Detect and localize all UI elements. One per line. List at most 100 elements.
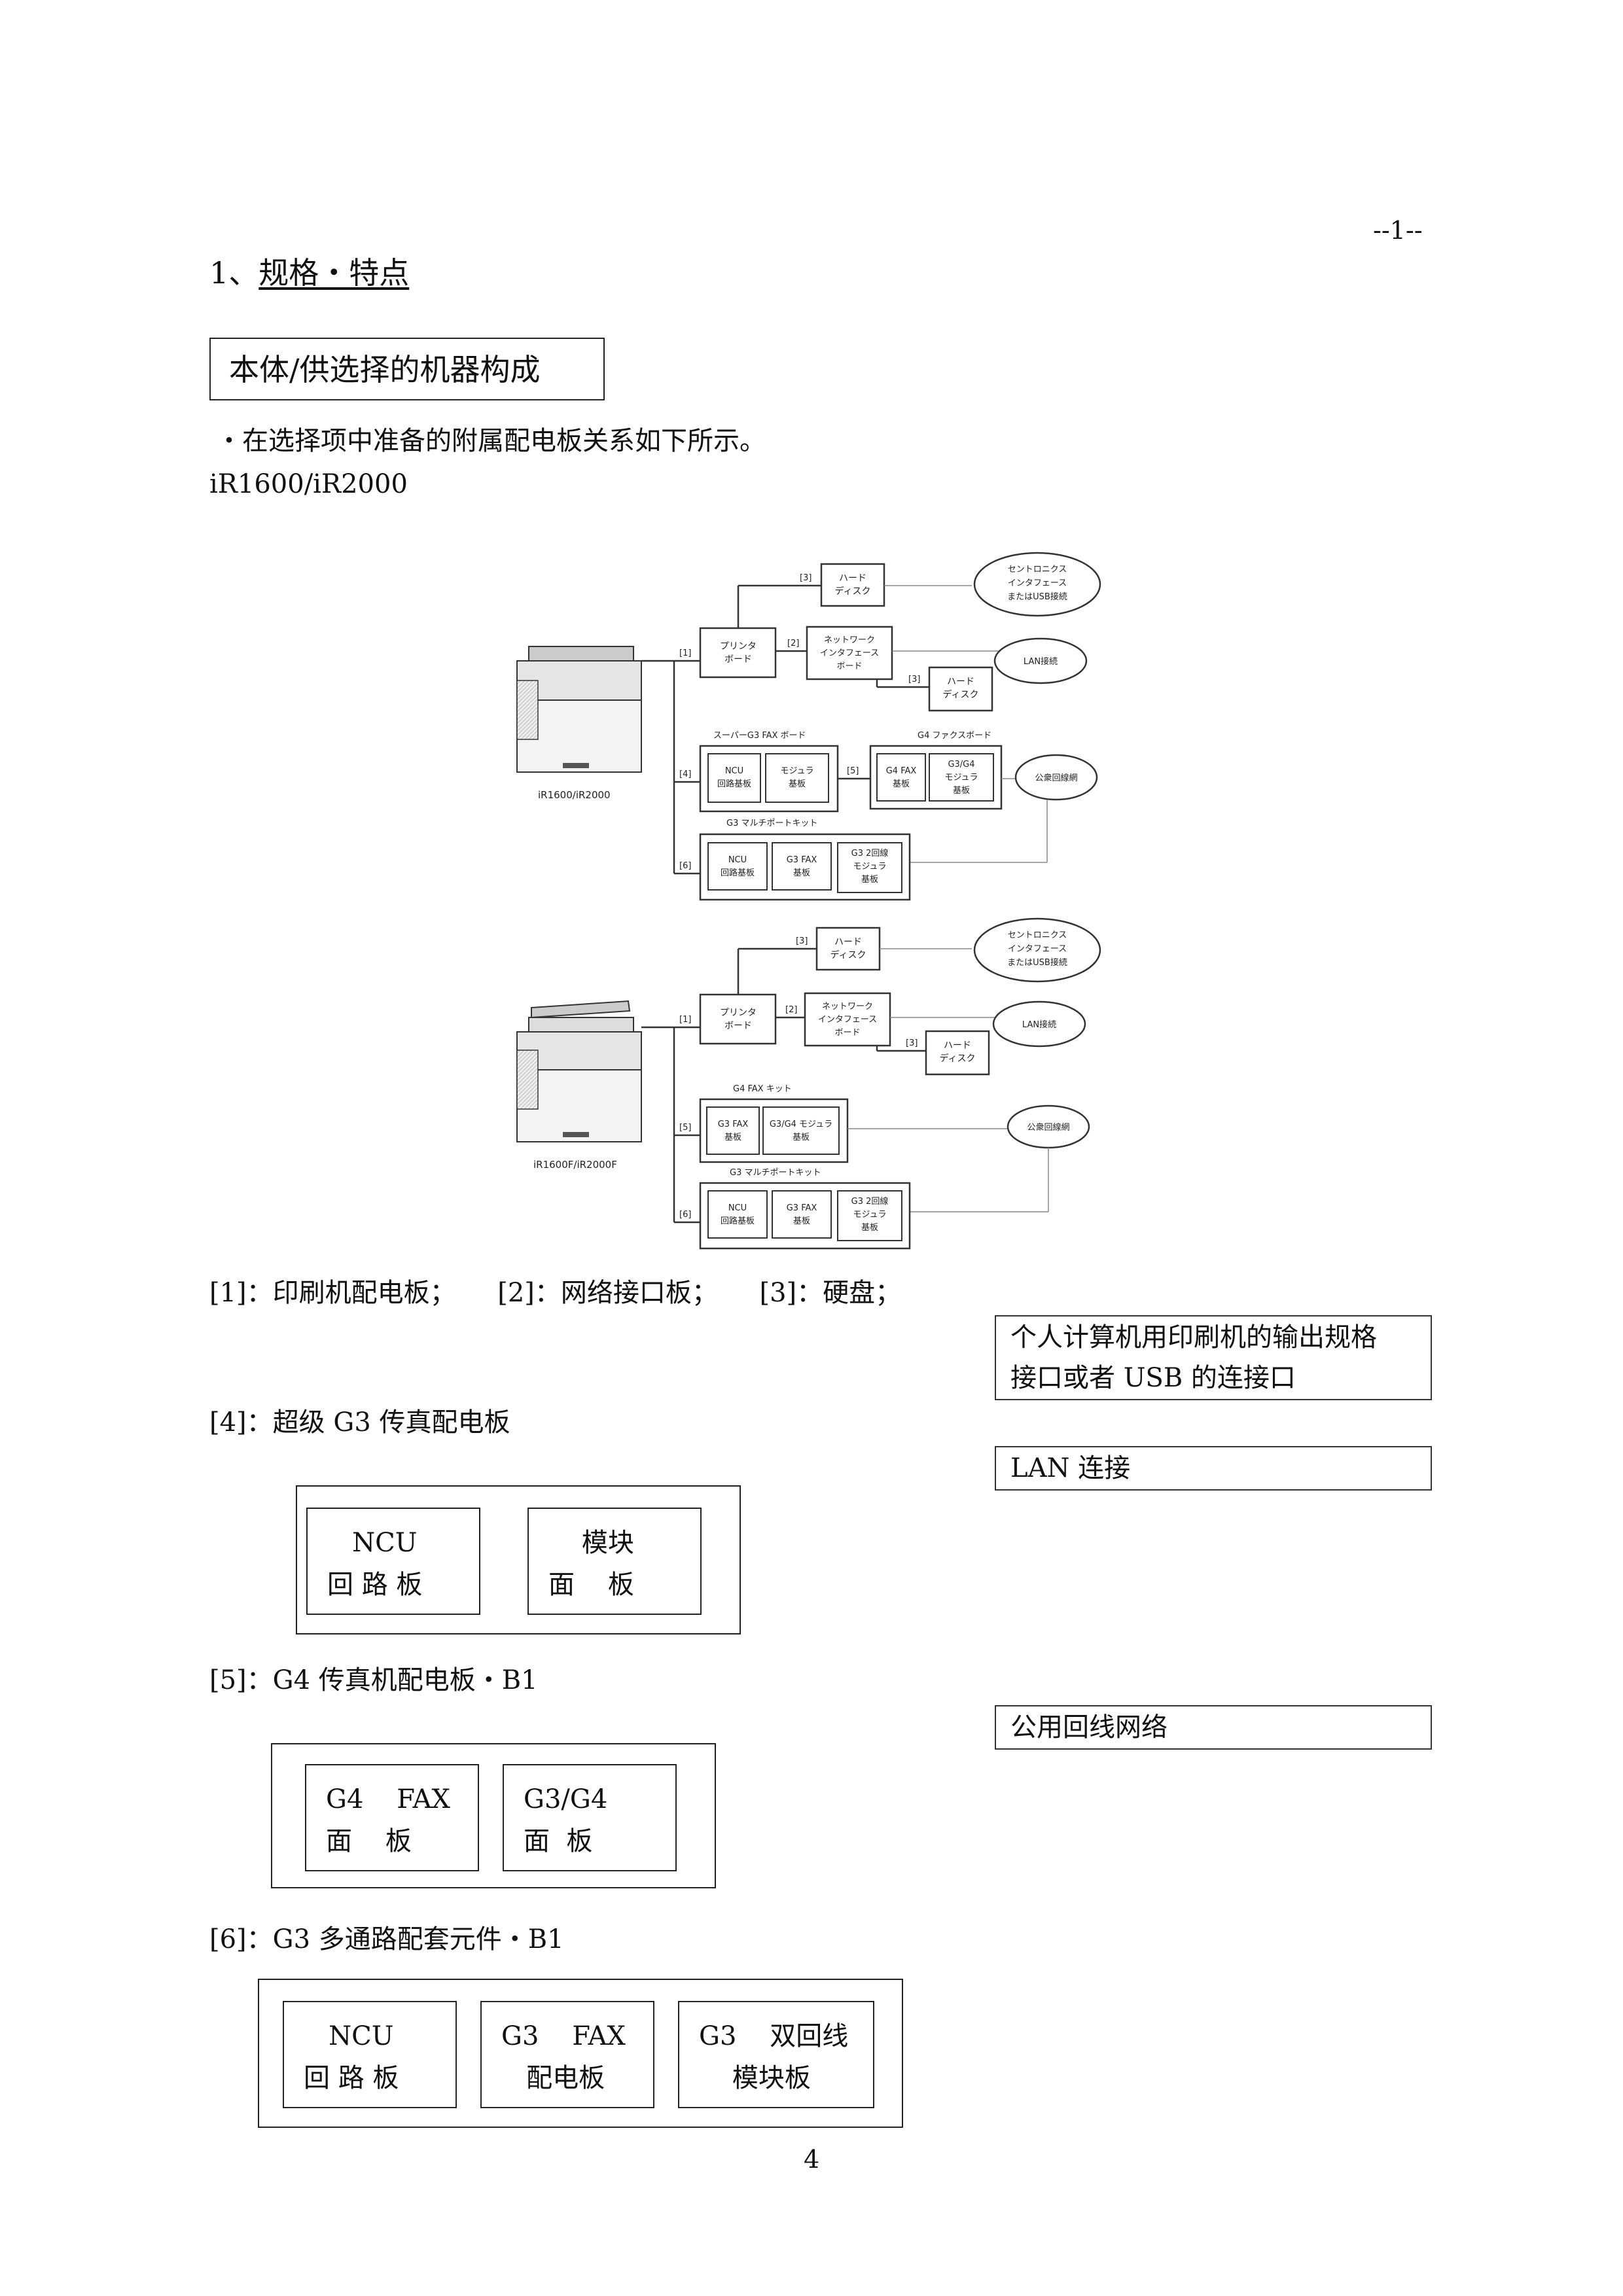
svg-text:ハード: ハード — [834, 937, 862, 947]
tag2-5: [5] — [679, 1123, 691, 1133]
legend-item-6: [6]：G3 多通路配套元件・B1 — [209, 1924, 564, 1954]
box-g4-fax: G4 FAX 面 板 G3/G4 面 板 — [271, 1743, 716, 1888]
note-lan: LAN 连接 — [995, 1446, 1432, 1491]
svg-text:G3 2回線: G3 2回線 — [851, 1196, 889, 1207]
svg-text:ディスク: ディスク — [834, 586, 870, 597]
public-line-cloud-2: 公衆回線網 — [1007, 1104, 1090, 1149]
boxed-heading: 本体/供选择的机器构成 — [209, 338, 605, 400]
cell-g3g4-line-1: G3/G4 — [524, 1784, 608, 1814]
svg-text:基板: 基板 — [793, 1133, 810, 1142]
svg-text:基板: 基板 — [724, 1133, 741, 1142]
svg-text:ネットワーク: ネットワーク — [824, 635, 875, 645]
cell-ncu-line-2: 回 路 板 — [327, 1570, 423, 1600]
svg-text:モジュラ: モジュラ — [944, 773, 978, 783]
hard-disk-3 — [815, 927, 881, 971]
model-line: iR1600/iR2000 — [209, 469, 408, 499]
svg-text:モジュラ: モジュラ — [780, 766, 813, 776]
svg-text:プリンタ: プリンタ — [720, 641, 757, 652]
header-page-number: --1-- — [1373, 216, 1423, 245]
svg-text:基板: 基板 — [953, 786, 970, 796]
diagram-1: iR1600/iR2000 [1] [4] [6] プリンタ ボード [3] ハ… — [516, 552, 1101, 901]
copier-illustration-1 — [516, 646, 642, 773]
network-board-1 — [806, 626, 893, 680]
copier-label-2: iR1600F/iR2000F — [533, 1159, 617, 1171]
section-number: 1、 — [209, 255, 259, 291]
cell-g4fax: G4 FAX 面 板 — [305, 1764, 479, 1871]
svg-text:回路基板: 回路基板 — [717, 779, 751, 789]
svg-text:回路基板: 回路基板 — [721, 868, 755, 878]
tag-3b: [3] — [908, 675, 920, 684]
g3-multiport-title-1: G3 マルチポートキット — [726, 819, 817, 828]
cell-module-line-1: 模块 — [548, 1528, 634, 1558]
hard-disk-4 — [925, 1030, 990, 1076]
cell-g3g4-line-2: 面 板 — [524, 1826, 593, 1856]
cell-module-line-2: 面 板 — [548, 1570, 634, 1600]
cell-module: 模块 面 板 — [527, 1508, 702, 1615]
centronics-cloud-1: セントロニクス インタフェース またはUSB接続 — [973, 552, 1101, 617]
legend-line-1: [1]：印刷机配电板； [2]：网络接口板； [3]：硬盘； — [209, 1278, 902, 1308]
tag2-6: [6] — [679, 1210, 691, 1220]
svg-text:NCU: NCU — [728, 1203, 747, 1213]
note-lan-text: LAN 连接 — [1010, 1453, 1131, 1483]
svg-text:ディスク: ディスク — [942, 689, 978, 700]
tag2-3a: [3] — [796, 936, 808, 946]
svg-text:ボード: ボード — [836, 662, 862, 671]
tag-1: [1] — [679, 648, 691, 658]
cell-g3-double-line-1: G3 双回线 — [699, 2021, 849, 2051]
svg-text:公衆回線網: 公衆回線網 — [1027, 1122, 1069, 1133]
cell-g3-double: G3 双回线 模块板 — [678, 2001, 874, 2108]
svg-text:セントロニクス: セントロニクス — [1008, 565, 1067, 574]
g4-fax-kit-title: G4 FAX キット — [733, 1084, 792, 1094]
tag-3a: [3] — [800, 573, 812, 583]
note-centronics-line-2: 接口或者 USB 的连接口 — [1010, 1363, 1296, 1393]
svg-text:G3 2回線: G3 2回線 — [851, 848, 889, 858]
section-heading: 1、规格・特点 — [209, 254, 409, 293]
section-title: 规格・特点 — [259, 255, 410, 291]
tag-4: [4] — [679, 769, 691, 779]
svg-text:基板: 基板 — [861, 1223, 878, 1233]
svg-text:ハード: ハード — [839, 573, 866, 584]
note-centronics-line-1: 个人计算机用印刷机的输出规格 — [1010, 1322, 1377, 1352]
svg-text:インタフェース: インタフェース — [1008, 578, 1067, 588]
svg-text:基板: 基板 — [793, 1216, 810, 1226]
note-centronics: 个人计算机用印刷机的输出规格 接口或者 USB 的连接口 — [995, 1315, 1432, 1400]
cell-g3fax-line-1: G3 FAX — [501, 2021, 626, 2051]
svg-text:G3/G4: G3/G4 — [948, 760, 974, 769]
svg-text:セントロニクス: セントロニクス — [1008, 930, 1067, 940]
tag-6: [6] — [679, 861, 691, 871]
svg-text:G3 FAX: G3 FAX — [787, 1203, 817, 1213]
cell-ncu-2-line-2: 回 路 板 — [304, 2063, 399, 2093]
svg-text:インタフェース: インタフェース — [820, 648, 879, 658]
printer-board-1 — [699, 627, 777, 679]
svg-text:基板: 基板 — [789, 779, 806, 789]
svg-text:ディスク: ディスク — [939, 1053, 975, 1064]
cell-ncu-line-1: NCU — [327, 1528, 418, 1558]
cell-g3fax-line-2: 配电板 — [501, 2063, 605, 2093]
diagram-2: iR1600F/iR2000F [1] [5] [6] プリンタ ボード [3]… — [516, 917, 1101, 1250]
svg-text:G3 FAX: G3 FAX — [787, 855, 817, 865]
svg-text:G4 FAX: G4 FAX — [886, 766, 917, 776]
legend-item-5: [5]：G4 传真机配电板・B1 — [209, 1665, 538, 1695]
svg-text:ハード: ハード — [944, 1040, 971, 1051]
svg-text:LAN接続: LAN接続 — [1024, 656, 1058, 667]
tag2-2: [2] — [785, 1005, 797, 1015]
cell-g3fax: G3 FAX 配电板 — [480, 2001, 654, 2108]
g4-fax-board-title: G4 ファクスボード — [918, 731, 991, 741]
public-line-cloud-1: 公衆回線網 — [1014, 754, 1098, 801]
copier-illustration-2 — [516, 1000, 642, 1142]
super-g3-title: スーパーG3 FAX ボード — [713, 731, 806, 741]
svg-text:ボード: ボード — [724, 1021, 752, 1031]
svg-text:ボード: ボード — [724, 654, 752, 665]
hard-disk-1 — [820, 563, 885, 607]
option-configuration-diagram: iR1600/iR2000 [1] [4] [6] プリンタ ボード [3] ハ… — [516, 552, 1101, 1250]
cell-g3g4: G3/G4 面 板 — [503, 1764, 677, 1871]
footer-page-number: 4 — [804, 2145, 820, 2174]
cell-g3-double-line-2: 模块板 — [699, 2063, 811, 2093]
legend-item-4: [4]：超级 G3 传真配电板 — [209, 1407, 510, 1438]
cell-ncu: NCU 回 路 板 — [306, 1508, 480, 1615]
svg-text:インタフェース: インタフェース — [818, 1015, 877, 1025]
svg-text:またはUSB接続: またはUSB接続 — [1007, 957, 1067, 968]
svg-text:基板: 基板 — [861, 875, 878, 885]
svg-text:ディスク: ディスク — [830, 949, 866, 961]
cell-ncu-2-line-1: NCU — [304, 2021, 394, 2051]
